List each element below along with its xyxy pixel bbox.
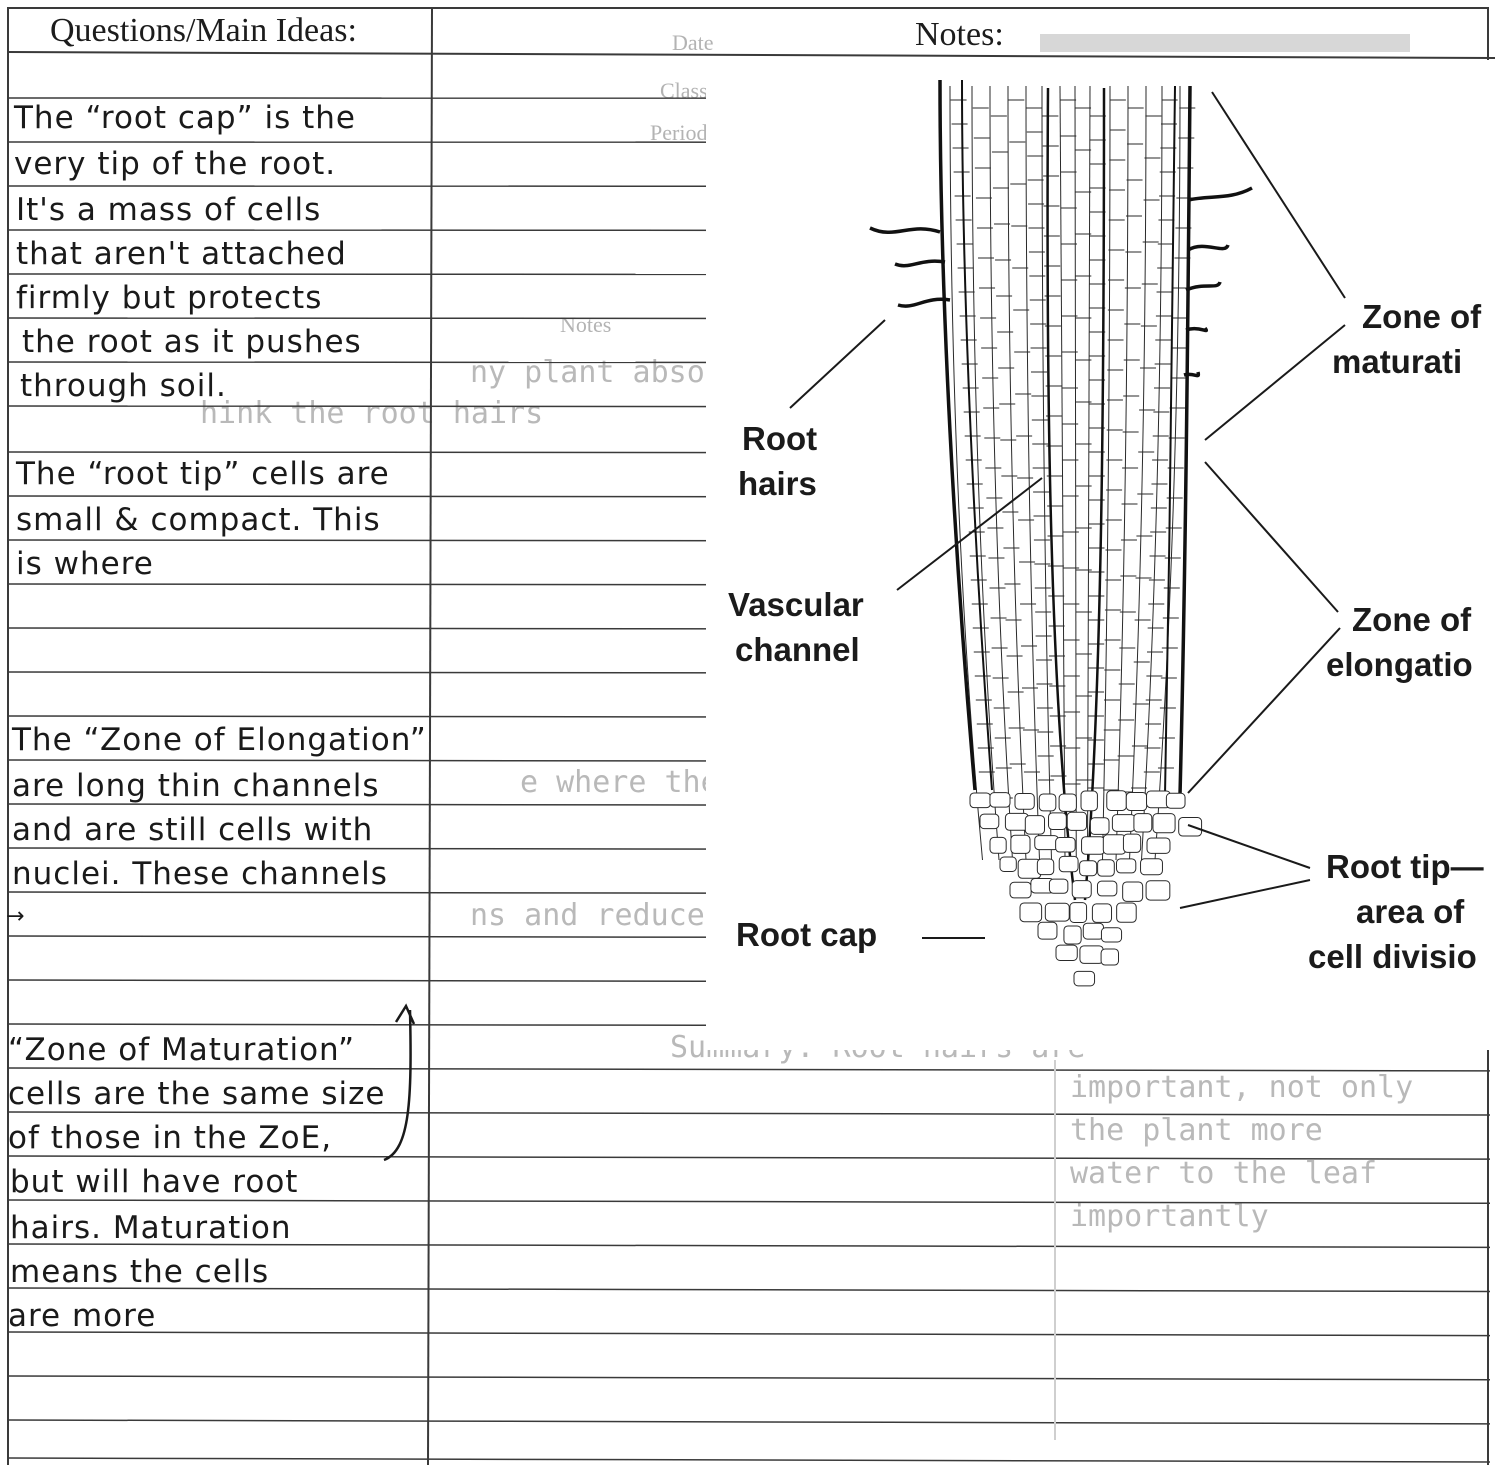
cornell-notes-sheet: Date Class Period Notes ny plant absorb … xyxy=(0,0,1495,1465)
bracket-arrow-icon xyxy=(0,0,1495,1465)
